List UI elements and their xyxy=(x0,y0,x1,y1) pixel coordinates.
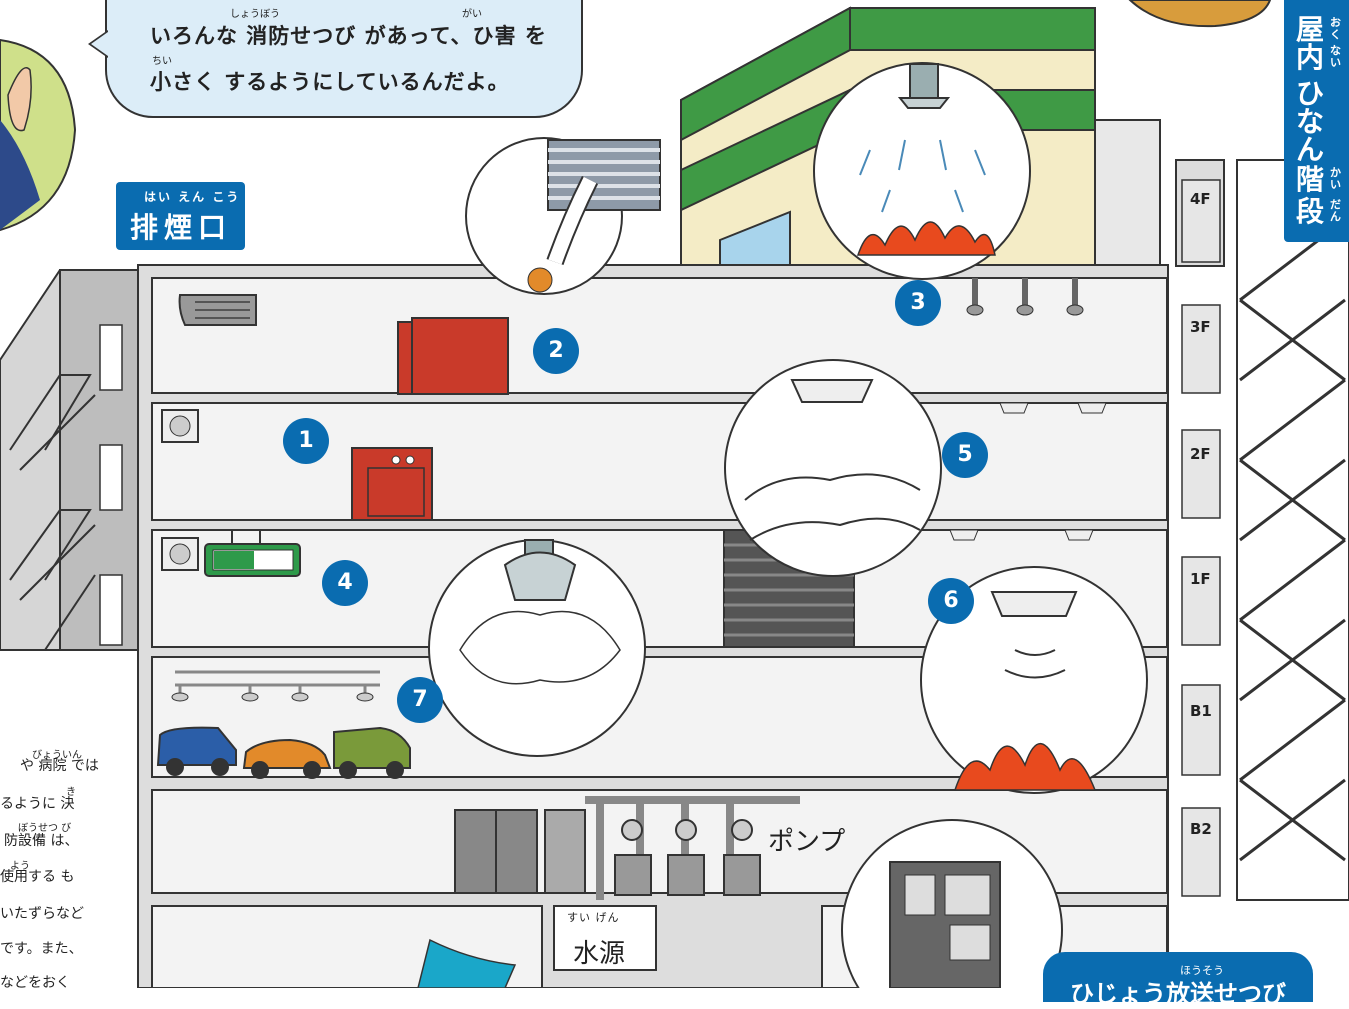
speech-line-1: いろんな 消防せつび があって、ひ害 を xyxy=(150,24,547,48)
label-indoor-evacuation-stairs: 屋 内 ひ な ん 階 段 お く な い か い だ ん xyxy=(1284,0,1349,242)
okunai-ruby: く xyxy=(1330,28,1341,41)
side-note-line: いたずらなど xyxy=(0,906,84,922)
floor-label-2f: 2F xyxy=(1190,445,1211,463)
air-conditioner-units xyxy=(161,409,199,571)
label-pump: ポンプ xyxy=(768,827,846,857)
ruby-chii: ちい xyxy=(152,56,172,67)
marker-6[interactable]: 6 xyxy=(928,578,974,624)
ruby-shoubou: しょうぼう xyxy=(230,9,280,20)
speech-bubble xyxy=(105,0,583,118)
detail-heat-detector xyxy=(920,566,1148,794)
okunai-char: 段 xyxy=(1296,195,1325,228)
marker-7[interactable]: 7 xyxy=(397,677,443,723)
detail-escape-chute xyxy=(465,137,661,295)
marker-4[interactable]: 4 xyxy=(322,560,368,606)
label-water-source: すい げん 水源 xyxy=(553,905,657,971)
side-note-ruby: びょういん xyxy=(32,750,82,761)
exit-sign xyxy=(204,530,301,577)
marker-3[interactable]: 3 xyxy=(895,280,941,326)
floor-label-b2: B2 xyxy=(1190,820,1212,838)
floor-doors xyxy=(1175,159,1225,897)
ruby-gai: がい xyxy=(462,9,482,20)
okunai-ruby: お xyxy=(1330,16,1341,29)
blue-flag xyxy=(417,938,517,988)
okunai-ruby: い xyxy=(1330,56,1341,69)
smoke-vent xyxy=(178,294,257,326)
side-note-line: 防設備 は、 xyxy=(4,833,79,849)
emergency-broadcast-ruby: ほうそう xyxy=(1180,964,1224,977)
detail-broadcast-panel xyxy=(841,819,1063,988)
speech-line-2: 小さく するようにしているんだよ。 xyxy=(150,70,510,94)
okunai-ruby: ん xyxy=(1330,210,1341,223)
side-note-line: や 病院 では xyxy=(20,758,99,774)
okunai-char: な xyxy=(1296,105,1325,138)
label-water-source-ruby: すい げん xyxy=(567,911,620,924)
okunai-ruby: か xyxy=(1330,166,1341,179)
pump-room-equipment xyxy=(454,796,800,900)
marker-2[interactable]: 2 xyxy=(533,328,579,374)
building-diagram xyxy=(0,0,1349,988)
detail-smoke-detector xyxy=(724,359,942,577)
detail-sprinkler xyxy=(813,62,1031,280)
side-note-line: るように 決 xyxy=(0,796,75,812)
label-smoke-exhaust-vent-text: 排煙口 xyxy=(130,211,233,244)
parked-cars xyxy=(156,726,411,779)
okunai-char: 屋 xyxy=(1296,13,1325,46)
side-note-ruby: ぼうせつ び xyxy=(18,823,72,834)
marker-1[interactable]: 1 xyxy=(283,418,329,464)
escape-chute-box xyxy=(397,317,509,395)
okunai-char: 階 xyxy=(1296,163,1325,196)
floor-label-3f: 3F xyxy=(1190,318,1211,336)
side-note-line: 使用する も xyxy=(0,869,75,885)
ceiling-detectors xyxy=(949,402,1107,541)
okunai-char: 内 xyxy=(1296,41,1325,74)
okunai-char: ひ xyxy=(1296,77,1325,110)
okunai-ruby: だ xyxy=(1330,198,1341,211)
okunai-ruby: な xyxy=(1330,44,1341,57)
side-note-ruby: き xyxy=(66,787,76,798)
guide-character-left xyxy=(0,38,77,232)
label-water-source-text: 水源 xyxy=(573,939,626,969)
floor-label-4f: 4F xyxy=(1190,190,1211,208)
outdoor-staircase xyxy=(0,269,139,651)
fire-hydrant-box xyxy=(351,447,433,521)
foam-pipes xyxy=(171,670,380,702)
side-note-line: です。また、 xyxy=(0,941,83,957)
marker-5[interactable]: 5 xyxy=(942,432,988,478)
floor-label-1f: 1F xyxy=(1190,570,1211,588)
sprinkler-heads xyxy=(966,278,1084,316)
label-smoke-exhaust-vent: はい えん こう 排煙口 xyxy=(116,182,245,250)
side-note-line: などをおく xyxy=(0,975,70,991)
label-smoke-exhaust-vent-ruby: はい えん こう xyxy=(144,190,241,204)
okunai-ruby: い xyxy=(1330,178,1341,191)
emergency-broadcast-text: ひじょう放送せつび xyxy=(1070,980,1286,1008)
okunai-char: ん xyxy=(1296,133,1325,166)
detail-foam-extinguisher xyxy=(428,539,646,757)
indoor-evacuation-staircase xyxy=(1236,159,1349,901)
speech-bubble-tail-fill xyxy=(91,32,108,56)
side-note-ruby: よう xyxy=(10,861,30,872)
guide-character-right xyxy=(1128,0,1272,28)
floor-label-b1: B1 xyxy=(1190,702,1212,720)
